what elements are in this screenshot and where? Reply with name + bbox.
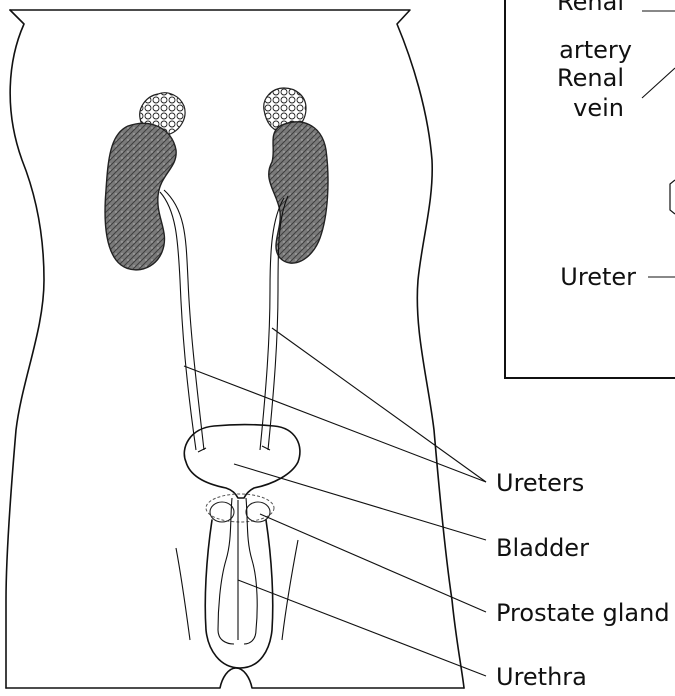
inset-kidney-edge <box>670 180 675 214</box>
urethra-label: Urethra <box>496 663 587 691</box>
bladder-leader <box>234 464 486 540</box>
ureters-leader-left <box>184 366 486 482</box>
inset-renal-vein-label-line2: vein <box>573 94 624 122</box>
body-left-edge <box>6 10 44 688</box>
inset-renal-vein-label-line1: Renal <box>557 64 624 92</box>
left-kidney <box>105 123 176 270</box>
inset-ureter-label: Ureter <box>560 263 636 291</box>
ureter-openings <box>198 446 270 452</box>
urethra-left-wall <box>218 498 234 644</box>
body-outline <box>6 10 464 688</box>
penis-outline <box>205 520 273 668</box>
right-kidney <box>269 122 328 263</box>
inset-renal-artery-label-line2: artery <box>559 36 632 64</box>
inset-renal-artery-label-line1: Renal <box>557 0 624 16</box>
bladder-outline <box>184 425 300 499</box>
left-leg-crease <box>176 548 190 640</box>
prostate-right-lobe <box>246 502 270 522</box>
body-bottom-edge <box>6 668 464 688</box>
prostate-gland-label: Prostate gland <box>496 599 670 627</box>
kidneys <box>105 122 328 270</box>
left-ureter-inner <box>164 190 204 450</box>
right-leg-crease <box>282 540 298 640</box>
urethra <box>176 498 298 668</box>
kidney-inset: Renal artery Renal vein Ureter <box>505 0 675 378</box>
bladder-label: Bladder <box>496 534 589 562</box>
labels: Ureters Bladder Prostate gland Urethra <box>496 469 670 691</box>
ureters-label: Ureters <box>496 469 584 497</box>
inset-renal-vein-leader <box>642 68 675 98</box>
body-right-edge <box>10 10 464 688</box>
ureters <box>160 190 288 450</box>
ureters-leader-right <box>272 328 486 482</box>
urethra-leader <box>238 580 486 676</box>
bladder <box>184 425 300 499</box>
